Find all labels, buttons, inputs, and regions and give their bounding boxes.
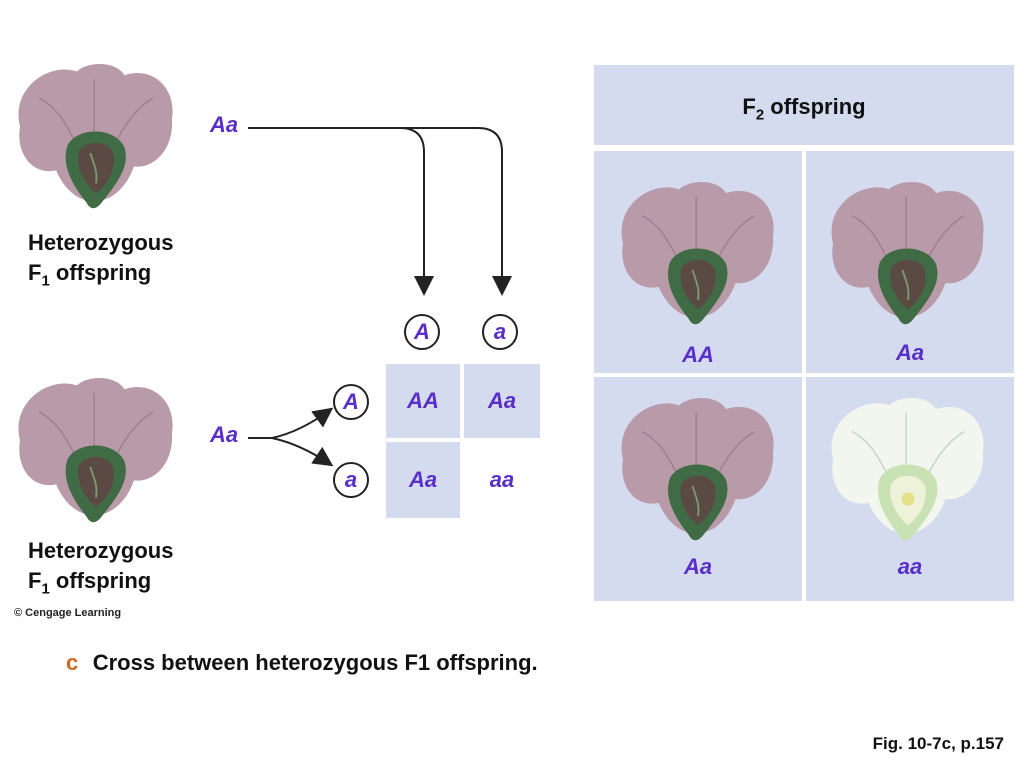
parent1-label-line1: Heterozygous <box>28 230 174 255</box>
gamete-left-a: a <box>333 462 369 498</box>
gamete-top-a: a <box>482 314 518 350</box>
parent2-label-line1: Heterozygous <box>28 538 174 563</box>
punnett-cell-Aa-top: Aa <box>464 364 540 438</box>
f2-genotype-AA: AA <box>682 342 714 367</box>
punnett-cell-aa: aa <box>489 467 515 492</box>
punnett-cell-AA: AA <box>386 364 460 438</box>
f2-flower-Aa-bottom-image <box>620 397 775 542</box>
parent1-label-line2: F1 offspring <box>28 260 152 290</box>
caption-letter: c <box>66 650 79 675</box>
punnett-cell-Aa-bottom: Aa <box>386 442 460 518</box>
f2-genotype-Aa-top: Aa <box>895 340 925 365</box>
f2-title-bar <box>594 65 1014 145</box>
gamete-left-A: A <box>333 384 369 420</box>
f2-flower-AA-image <box>620 181 775 326</box>
parent2-genotype: Aa <box>210 422 239 447</box>
caption: c Cross between heterozygous F1 offsprin… <box>66 650 538 676</box>
credit-text: © Cengage Learning <box>14 607 122 619</box>
parent1-gamete-arrows <box>248 127 512 296</box>
caption-text: Cross between heterozygous F1 offspring. <box>92 650 538 675</box>
f2-flower-Aa-top-image <box>830 181 985 326</box>
parent1-genotype: Aa <box>210 112 239 137</box>
parent2-label-line2: F1 offspring <box>28 568 152 598</box>
figure-reference: Fig. 10-7c, p.157 <box>872 734 1004 753</box>
parent2-label: Heterozygous F1 offspring <box>28 536 173 604</box>
parent1-label: Heterozygous F1 offspring <box>28 228 173 296</box>
f2-flower-aa-image <box>830 397 985 541</box>
f2-genotype-Aa-bottom: Aa <box>683 554 713 579</box>
parent2-gamete-arrows <box>248 407 334 467</box>
f2-genotype-aa: aa <box>897 554 923 579</box>
f2-title: F2 offspring <box>742 94 866 124</box>
gamete-top-A: A <box>404 314 440 350</box>
